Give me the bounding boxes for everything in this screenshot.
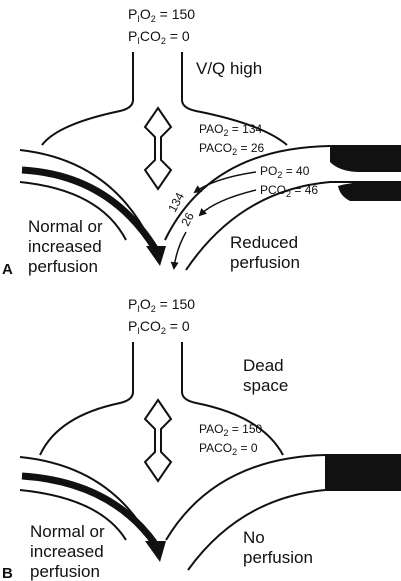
panel-a-blood-flow-arrowhead: [146, 246, 166, 266]
panel-a-blood-flow-arrow: [21, 166, 159, 252]
panel-a-right-capillary-upper: [164, 145, 401, 241]
panel-b-right-capillary-lower: [187, 489, 401, 571]
panel-b-condition-2: space: [243, 376, 288, 395]
panel-a-left-capillary-inner: [19, 181, 127, 241]
panel-a-flow-arrow-1: [193, 171, 257, 194]
panel-a-right-capillary-lower: [185, 181, 401, 271]
panel-b-left-label-3: perfusion: [30, 562, 100, 581]
panel-b-alveolar-co2: PACO2 = 0: [199, 441, 258, 457]
panel-b-inspired-co2: PICO2 = 0: [128, 318, 190, 336]
panel-b-left-capillary-inner: [19, 489, 127, 541]
panel-b-right-capillary-upper: [165, 454, 401, 541]
panel-a-constriction-bottom: [338, 182, 401, 201]
panel-a-right-label-2: perfusion: [230, 253, 300, 272]
panel-a-alveolar-o2: PAO2 = 134: [199, 122, 262, 138]
panel-a-venous-co2: PCO2 = 46: [260, 183, 318, 199]
panel-a: PIO2 = 150 PICO2 = 0 V/Q high PAO2 = 134…: [2, 6, 401, 278]
panel-b-airway-left-wall: [39, 342, 134, 456]
panel-a-airway-right-wall: [181, 52, 288, 146]
panel-a-left-label-2: increased: [28, 237, 102, 256]
panel-a-inspired-co2: PICO2 = 0: [128, 28, 190, 46]
panel-b-airway-right-wall: [181, 342, 284, 456]
panel-a-right-label-1: Reduced: [230, 233, 298, 252]
panel-b-blood-flow-arrow: [21, 472, 159, 548]
panel-b-occlusion-block: [325, 455, 401, 490]
panel-b-blood-flow-arrowhead: [145, 541, 166, 562]
panel-b-ventilation-diamond: [143, 398, 173, 483]
panel-b-left-label-1: Normal or: [30, 522, 105, 541]
panel-a-condition: V/Q high: [196, 59, 262, 78]
panel-a-end-capillary-co2: 26: [178, 210, 197, 229]
panel-a-letter: A: [2, 261, 13, 278]
panel-b-right-label-1: No: [243, 528, 265, 547]
panel-b-letter: B: [2, 565, 13, 581]
panel-a-venous-o2: PO2 = 40: [260, 164, 310, 180]
panel-a-flow-arrow-3: [170, 231, 187, 270]
panel-a-airway-left-wall: [41, 52, 134, 146]
panel-b-alveolar-o2: PAO2 = 150: [199, 422, 262, 438]
panel-b-condition-1: Dead: [243, 356, 284, 375]
panel-a-constriction-top: [330, 146, 401, 172]
panel-b-right-label-2: perfusion: [243, 548, 313, 567]
panel-b-left-label-2: increased: [30, 542, 104, 561]
panel-a-alveolar-co2: PACO2 = 26: [199, 141, 264, 157]
panel-b: PIO2 = 150 PICO2 = 0 Dead space PAO2 = 1…: [2, 296, 401, 581]
panel-a-ventilation-diamond: [143, 106, 173, 191]
panel-a-inspired-o2: PIO2 = 150: [128, 6, 195, 24]
panel-b-inspired-o2: PIO2 = 150: [128, 296, 195, 314]
panel-a-flow-arrow-2: [198, 189, 257, 217]
panel-a-left-label-1: Normal or: [28, 217, 103, 236]
panel-a-left-label-3: perfusion: [28, 257, 98, 276]
